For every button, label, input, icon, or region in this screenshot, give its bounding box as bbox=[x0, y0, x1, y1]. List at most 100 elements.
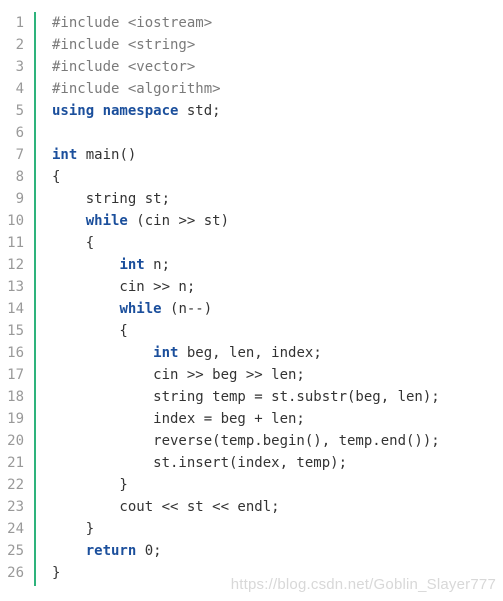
line-number: 17 bbox=[7, 367, 24, 383]
code-text: cout << st << endl; bbox=[52, 496, 280, 518]
code-line: 2 #include <string> bbox=[0, 34, 503, 56]
code-token: } bbox=[52, 565, 61, 581]
code-text: #include <iostream> bbox=[52, 12, 212, 34]
code-token: (cin >> st) bbox=[127, 213, 230, 229]
code-token: { bbox=[52, 169, 61, 185]
line-number: 7 bbox=[15, 147, 24, 163]
line-number: 25 bbox=[7, 543, 24, 559]
code-line: 6 bbox=[0, 122, 503, 144]
line-number: 20 bbox=[7, 433, 24, 449]
line-number: 26 bbox=[7, 565, 24, 581]
code-keyword: return bbox=[85, 543, 137, 559]
code-token: 0; bbox=[136, 543, 162, 559]
code-text: { bbox=[52, 166, 60, 188]
code-token: cout << st << endl; bbox=[52, 499, 280, 515]
code-text: index = beg + len; bbox=[52, 408, 305, 430]
code-keyword: int bbox=[52, 147, 78, 163]
code-line: 7 int main() bbox=[0, 144, 503, 166]
code-text: } bbox=[52, 474, 128, 496]
code-text: using namespace std; bbox=[52, 100, 221, 122]
code-text: } bbox=[52, 562, 60, 584]
code-text: st.insert(index, temp); bbox=[52, 452, 347, 474]
code-line: 10 while (cin >> st) bbox=[0, 210, 503, 232]
line-number: 23 bbox=[7, 499, 24, 515]
line-number: 21 bbox=[7, 455, 24, 471]
code-token: (n--) bbox=[161, 301, 213, 317]
code-text: #include <vector> bbox=[52, 56, 195, 78]
code-token: index = beg + len; bbox=[52, 411, 305, 427]
code-token: st.insert(index, temp); bbox=[52, 455, 348, 471]
code-keyword: int bbox=[153, 345, 179, 361]
code-token bbox=[52, 213, 86, 229]
code-token bbox=[52, 257, 119, 273]
code-text: { bbox=[52, 320, 128, 342]
code-token: { bbox=[52, 235, 95, 251]
code-token: string st; bbox=[52, 191, 171, 207]
gutter-divider bbox=[34, 12, 36, 586]
line-number: 6 bbox=[15, 125, 24, 141]
line-number: 5 bbox=[15, 103, 24, 119]
code-line: 5 using namespace std; bbox=[0, 100, 503, 122]
code-text: int main() bbox=[52, 144, 136, 166]
code-line: 15 { bbox=[0, 320, 503, 342]
code-line: 22 } bbox=[0, 474, 503, 496]
code-line: 26} bbox=[0, 562, 503, 584]
code-keyword: while bbox=[119, 301, 162, 317]
line-number: 2 bbox=[15, 37, 24, 53]
code-text: while (cin >> st) bbox=[52, 210, 229, 232]
code-token: } bbox=[52, 477, 128, 493]
code-text: cin >> beg >> len; bbox=[52, 364, 305, 386]
code-text: } bbox=[52, 518, 94, 540]
code-line: 8{ bbox=[0, 166, 503, 188]
code-line: 11 { bbox=[0, 232, 503, 254]
code-line: 1 #include <iostream> bbox=[0, 12, 503, 34]
line-number: 13 bbox=[7, 279, 24, 295]
code-line: 17 cin >> beg >> len; bbox=[0, 364, 503, 386]
code-text: return 0; bbox=[52, 540, 162, 562]
line-number: 14 bbox=[7, 301, 24, 317]
code-token: std; bbox=[178, 103, 221, 119]
code-token: n; bbox=[144, 257, 171, 273]
line-number: 4 bbox=[15, 81, 24, 97]
code-line: 19 index = beg + len; bbox=[0, 408, 503, 430]
line-number-gutter bbox=[0, 0, 34, 601]
code-token: reverse(temp.begin(), temp.end()); bbox=[52, 433, 440, 449]
code-line: 20 reverse(temp.begin(), temp.end()); bbox=[0, 430, 503, 452]
line-number: 10 bbox=[7, 213, 24, 229]
line-number: 1 bbox=[15, 15, 24, 31]
code-line: 23 cout << st << endl; bbox=[0, 496, 503, 518]
line-number: 19 bbox=[7, 411, 24, 427]
line-number: 9 bbox=[15, 191, 24, 207]
code-token: } bbox=[52, 521, 95, 537]
code-token: cin >> n; bbox=[52, 279, 196, 295]
code-text: int beg, len, index; bbox=[52, 342, 322, 364]
line-number: 8 bbox=[15, 169, 24, 185]
line-number: 24 bbox=[7, 521, 24, 537]
code-line: 16 int beg, len, index; bbox=[0, 342, 503, 364]
code-token: string temp = st.substr(beg, len); bbox=[52, 389, 440, 405]
code-keyword: using namespace bbox=[52, 103, 179, 119]
code-line: 21 st.insert(index, temp); bbox=[0, 452, 503, 474]
code-token bbox=[52, 301, 119, 317]
code-token: { bbox=[52, 323, 128, 339]
line-number: 12 bbox=[7, 257, 24, 273]
code-line: 13 cin >> n; bbox=[0, 276, 503, 298]
code-token bbox=[52, 543, 86, 559]
code-token: main() bbox=[77, 147, 137, 163]
code-token bbox=[52, 345, 153, 361]
code-token: beg, len, index; bbox=[178, 345, 322, 361]
code-preprocessor: #include <algorithm> bbox=[52, 81, 221, 97]
code-line: 3 #include <vector> bbox=[0, 56, 503, 78]
line-number: 3 bbox=[15, 59, 24, 75]
code-text: while (n--) bbox=[52, 298, 212, 320]
line-number: 18 bbox=[7, 389, 24, 405]
code-line: 9 string st; bbox=[0, 188, 503, 210]
code-preprocessor: #include <string> bbox=[52, 37, 196, 53]
code-token: cin >> beg >> len; bbox=[52, 367, 305, 383]
code-text: reverse(temp.begin(), temp.end()); bbox=[52, 430, 440, 452]
watermark-text: https://blog.csdn.net/Goblin_Slayer777 bbox=[230, 576, 496, 593]
line-number: 16 bbox=[7, 345, 24, 361]
line-number: 15 bbox=[7, 323, 24, 339]
code-text: string temp = st.substr(beg, len); bbox=[52, 386, 440, 408]
